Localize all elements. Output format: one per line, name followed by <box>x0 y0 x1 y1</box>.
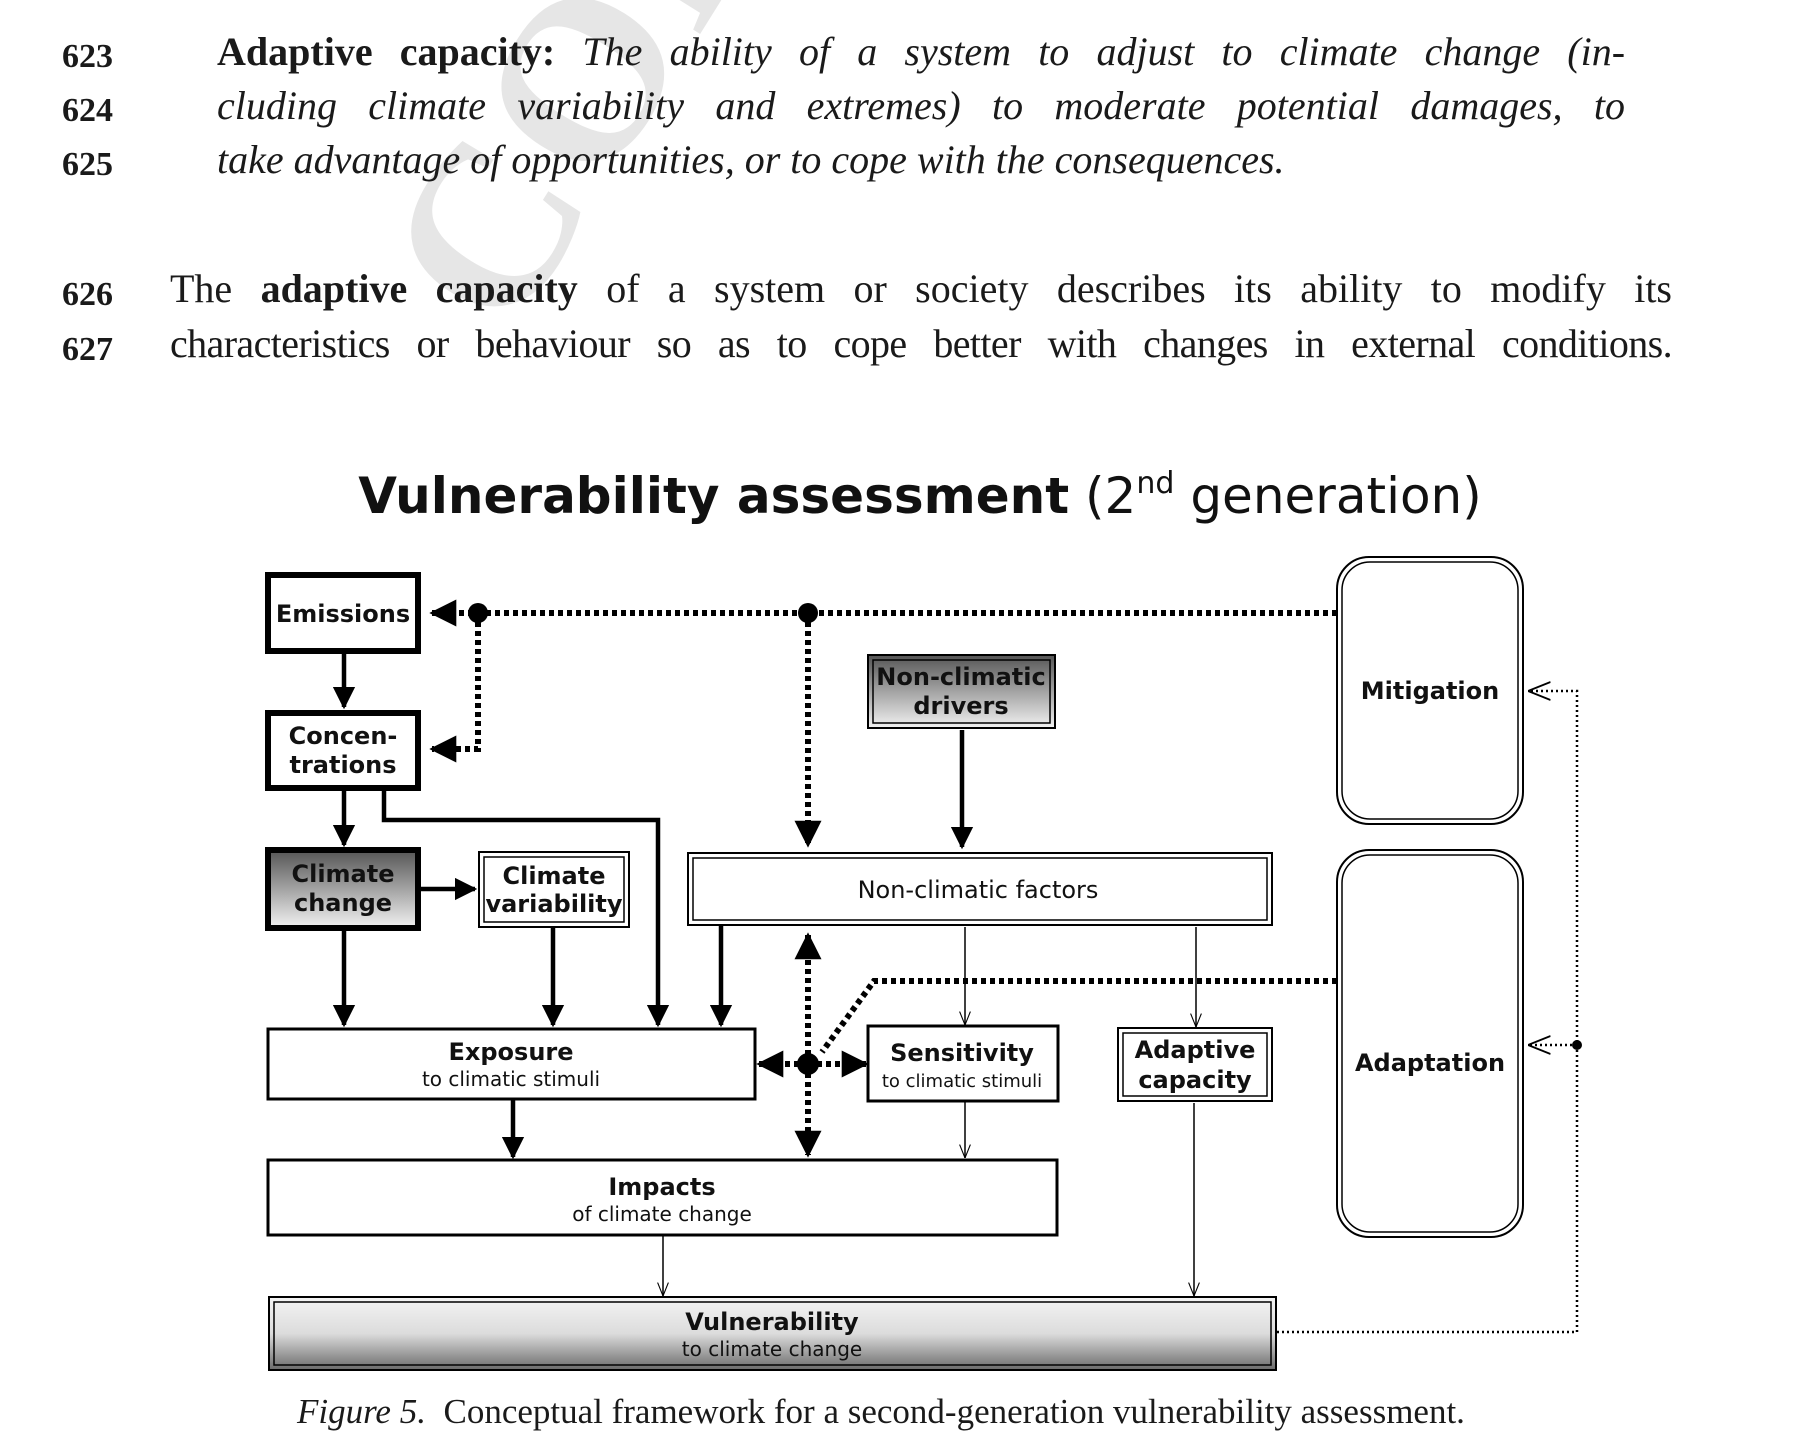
line-number: 624 <box>62 92 113 129</box>
definition-text: The ability of a system to adjust to cli… <box>582 29 1626 74</box>
svg-text:variability: variability <box>485 890 622 918</box>
paragraph-text: characteristics or behaviour so as to co… <box>170 321 1673 366</box>
definition-term: Adaptive capacity: <box>217 29 556 74</box>
line-number: 623 <box>62 38 113 75</box>
definition-line-2: cluding climate variability and extremes… <box>217 82 1625 129</box>
paragraph-line-1: The adaptive capacity of a system or soc… <box>170 265 1672 312</box>
definition-line-3: take advantage of opportunities, or to c… <box>217 136 1285 183</box>
figure-title: Vulnerability assessment (2nd generation… <box>358 466 1482 525</box>
svg-text:drivers: drivers <box>913 692 1008 720</box>
box-adaptation: Adaptation <box>1336 849 1524 1238</box>
svg-text:change: change <box>294 889 392 917</box>
paragraph-line-2: characteristics or behaviour so as to co… <box>170 320 1673 367</box>
svg-text:Non-climatic: Non-climatic <box>876 663 1045 691</box>
caption-label: Figure 5. <box>297 1392 426 1431</box>
svg-text:Adaptation: Adaptation <box>1355 1049 1505 1077</box>
line-number: 626 <box>62 276 113 313</box>
svg-text:Concen-: Concen- <box>289 722 398 750</box>
svg-text:Vulnerability: Vulnerability <box>685 1308 859 1336</box>
box-climate-variability: Climate variability <box>478 851 630 928</box>
definition-line-1: Adaptive capacity: The ability of a syst… <box>217 28 1625 75</box>
box-emissions: Emissions <box>265 572 421 654</box>
line-number: 627 <box>62 331 113 368</box>
svg-text:Emissions: Emissions <box>276 600 410 628</box>
svg-text:Exposure: Exposure <box>448 1038 573 1066</box>
thin-arrows <box>663 927 1196 1296</box>
svg-text:Climate: Climate <box>291 860 394 888</box>
svg-text:to climatic stimuli: to climatic stimuli <box>882 1071 1042 1092</box>
definition-text: take advantage of opportunities, or to c… <box>217 137 1285 182</box>
box-concentrations: Concen- trations <box>265 710 421 791</box>
svg-text:capacity: capacity <box>1138 1066 1252 1094</box>
paragraph-text: of a system or society describes its abi… <box>606 266 1673 311</box>
line-number: 625 <box>62 146 113 183</box>
svg-text:of climate change: of climate change <box>572 1202 752 1226</box>
box-non-climatic-factors: Non-climatic factors <box>687 852 1273 926</box>
svg-text:Mitigation: Mitigation <box>1361 677 1499 705</box>
dotted-connectors <box>429 599 1337 1158</box>
svg-text:Non-climatic factors: Non-climatic factors <box>858 876 1099 904</box>
paragraph-text: The <box>170 266 233 311</box>
caption-text: Conceptual framework for a second-genera… <box>443 1392 1465 1431</box>
box-climate-change: Climate change <box>265 847 421 931</box>
box-mitigation: Mitigation <box>1336 556 1524 825</box>
figure-caption: Figure 5. Conceptual framework for a sec… <box>297 1392 1465 1432</box>
svg-text:Impacts: Impacts <box>608 1173 715 1201</box>
paragraph-bold-term: adaptive capacity <box>260 266 578 311</box>
svg-text:Climate: Climate <box>502 862 605 890</box>
box-vulnerability: Vulnerability to climate change <box>268 1296 1277 1371</box>
box-impacts: Impacts of climate change <box>266 1158 1059 1237</box>
box-adaptive-capacity: Adaptive capacity <box>1117 1027 1273 1102</box>
box-sensitivity: Sensitivity to climatic stimuli <box>866 1024 1060 1103</box>
feedback-connector <box>1277 691 1579 1334</box>
definition-text: cluding climate variability and extremes… <box>217 83 1625 128</box>
svg-text:trations: trations <box>289 751 396 779</box>
box-non-climatic-drivers: Non-climatic drivers <box>867 654 1056 729</box>
svg-text:to climatic stimuli: to climatic stimuli <box>422 1067 600 1091</box>
svg-text:Adaptive: Adaptive <box>1135 1036 1256 1064</box>
box-exposure: Exposure to climatic stimuli <box>266 1027 757 1101</box>
svg-text:Sensitivity: Sensitivity <box>890 1039 1034 1067</box>
solid-arrows <box>332 652 974 1160</box>
svg-text:to climate change: to climate change <box>682 1337 862 1361</box>
